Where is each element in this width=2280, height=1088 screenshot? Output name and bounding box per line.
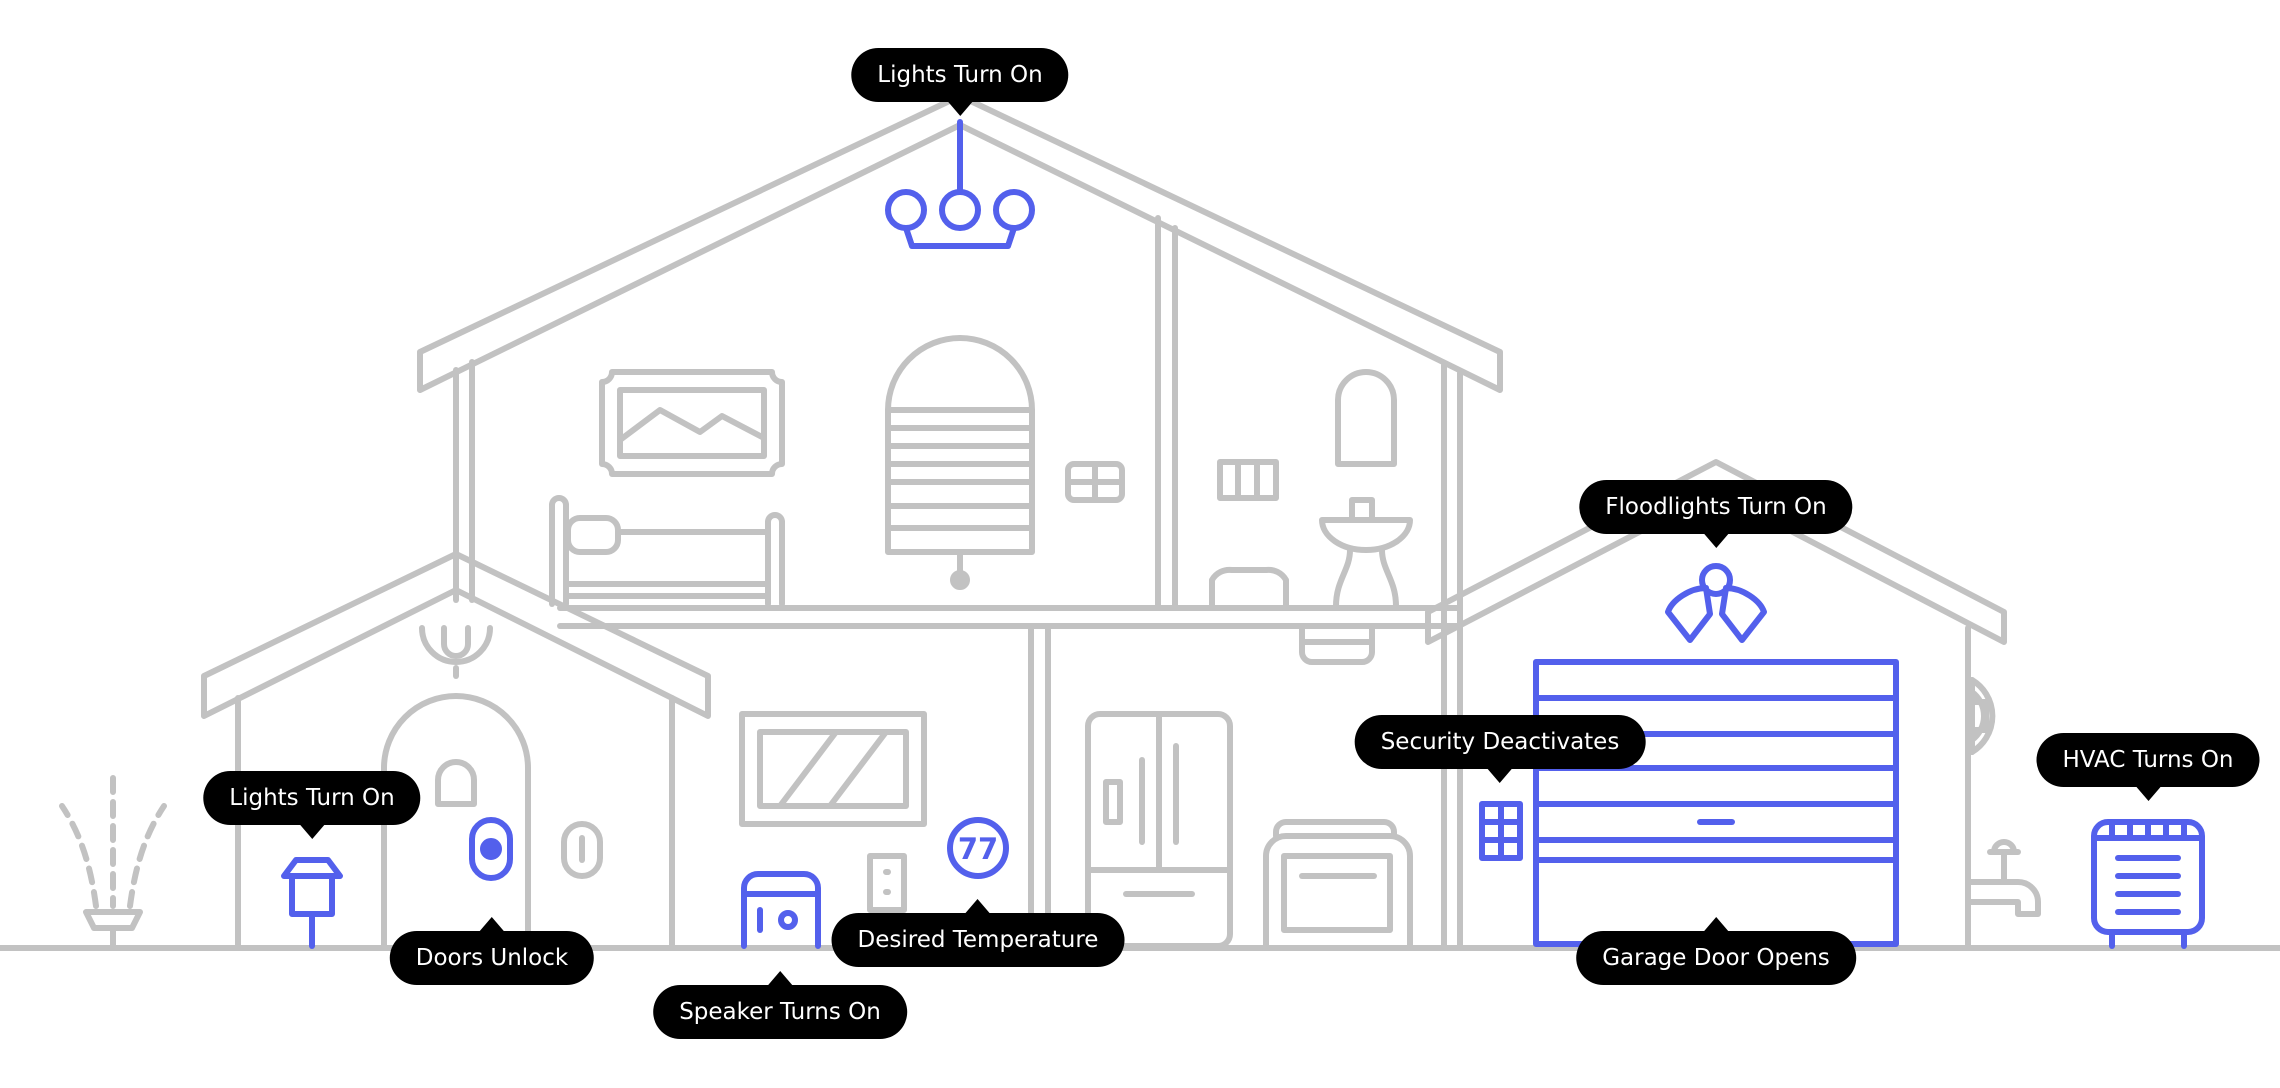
bed (549, 495, 785, 607)
callout-upstairs-lights: Lights Turn On (851, 48, 1069, 116)
bathroom-cabinet (1217, 459, 1279, 501)
smart-speaker-icon (741, 871, 821, 949)
thermostat-reading: 77 (958, 832, 998, 866)
entry-light-fixture (419, 625, 493, 679)
ceiling-vent (1299, 625, 1375, 665)
interior-walls (557, 215, 1463, 949)
house-outline (0, 93, 2280, 951)
smart-lock-icon (469, 817, 513, 881)
callout-temperature: Desired Temperature (831, 899, 1125, 967)
smart-lock-button (480, 838, 502, 860)
callout-security: Security Deactivates (1354, 715, 1646, 783)
living-room-window (739, 711, 927, 827)
callout-garage-door: Garage Door Opens (1576, 917, 1856, 985)
hvac-unit-icon (2091, 819, 2205, 949)
arched-window (885, 335, 1035, 578)
wall-outlet (561, 821, 603, 879)
toilet (1209, 566, 1289, 609)
bathroom-mirror (1335, 369, 1397, 467)
light-switch (867, 853, 907, 913)
thermostat-icon (947, 817, 1009, 879)
blind-pull-knob (950, 570, 970, 590)
wall-vent (1065, 461, 1125, 503)
security-keypad-icon (1479, 801, 1523, 861)
porch-lamp-icon (281, 857, 343, 949)
sprinkler (59, 775, 167, 949)
chandelier-icon (885, 119, 1035, 249)
callout-hvac: HVAC Turns On (2036, 733, 2260, 801)
stove (1263, 819, 1413, 949)
refrigerator (1085, 711, 1233, 949)
floodlight-icon (1665, 563, 1767, 643)
smart-devices (281, 119, 2205, 949)
front-door (381, 693, 531, 949)
callout-floodlights: Floodlights Turn On (1579, 480, 1853, 548)
callout-speaker: Speaker Turns On (653, 971, 907, 1039)
picture-frame (599, 369, 785, 477)
entry-roof (201, 551, 711, 949)
callout-doors: Doors Unlock (389, 917, 595, 985)
bathroom-sink (1319, 497, 1413, 609)
callout-porch-lights: Lights Turn On (203, 771, 421, 839)
garage-side-light (1969, 677, 1996, 755)
garage-door (1533, 659, 1899, 947)
outdoor-faucet (1965, 839, 2041, 917)
garage-roof (1425, 459, 2007, 949)
